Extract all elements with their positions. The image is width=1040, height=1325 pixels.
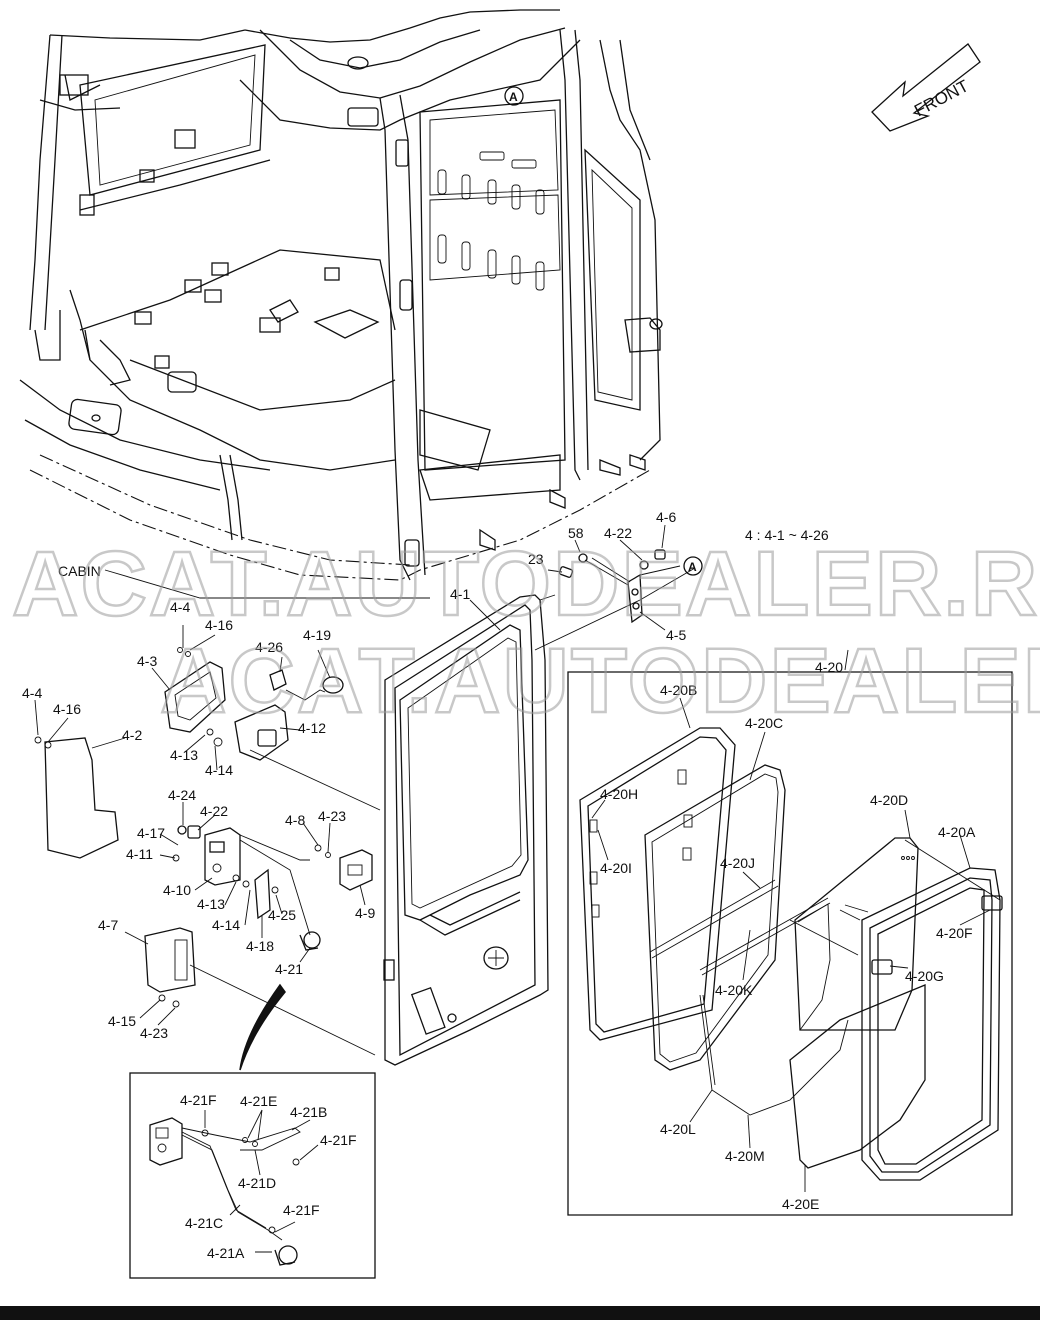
part-labels: 58 4-22 4-6 23 4-5 4-1 4 : 4-1 ~ 4-26 CA…: [22, 509, 976, 1261]
label-4-1: 4-1: [450, 586, 470, 602]
label-4-20H: 4-20H: [600, 786, 638, 802]
label-4-20: 4-20: [815, 659, 843, 675]
front-arrow: FRONT: [871, 43, 981, 132]
label-4-26: 4-26: [255, 639, 283, 655]
label-4-20B: 4-20B: [660, 682, 697, 698]
label-4-20A: 4-20A: [938, 824, 976, 840]
label-4-21F-c: 4-21F: [283, 1202, 320, 1218]
label-4-20L: 4-20L: [660, 1121, 696, 1137]
leader-lines: [34, 524, 666, 1026]
label-58: 58: [568, 525, 584, 541]
label-4-15: 4-15: [108, 1013, 136, 1029]
inset-lock-detail: [129, 1072, 376, 1279]
label-4-21E: 4-21E: [240, 1093, 277, 1109]
ref-circle-a-top: A: [504, 86, 524, 106]
label-4-4-a: 4-4: [170, 599, 190, 615]
outside-handle-4-7: [144, 927, 376, 1056]
watermark-line-2: ACAT.AUTODEALER.RU: [160, 630, 1040, 732]
label-4-14-b: 4-14: [212, 917, 240, 933]
label-4-5: 4-5: [666, 627, 686, 643]
watermark-line-1: ACAT.AUTODEALER.RU: [12, 533, 1040, 635]
inset-pointer: [239, 983, 286, 1071]
label-4-22-top: 4-22: [604, 525, 632, 541]
label-4-20G: 4-20G: [905, 968, 944, 984]
label-4-21F-a: 4-21F: [180, 1092, 217, 1108]
ref-a-mid: A: [688, 560, 697, 574]
label-4-16-a: 4-16: [205, 617, 233, 633]
label-4-20M: 4-20M: [725, 1148, 765, 1164]
label-4-24: 4-24: [168, 787, 196, 803]
door-assembly: [383, 594, 556, 1066]
ref-circle-a-mid: A: [683, 556, 703, 576]
cabin-frame: [19, 9, 663, 581]
label-4-20J: 4-20J: [720, 855, 755, 871]
label-4-12: 4-12: [298, 720, 326, 736]
ref-a-top: A: [509, 90, 518, 104]
label-4-4-b: 4-4: [22, 685, 42, 701]
label-4-25: 4-25: [268, 907, 296, 923]
label-4-22-mid: 4-22: [200, 803, 228, 819]
label-4-18: 4-18: [246, 938, 274, 954]
label-4-20K: 4-20K: [715, 982, 753, 998]
cover-4-3: [164, 647, 226, 733]
lock-cylinder-4-21: [299, 931, 321, 951]
label-4-14-a: 4-14: [205, 762, 233, 778]
label-4-21D: 4-21D: [238, 1175, 276, 1191]
label-4-21C: 4-21C: [185, 1215, 223, 1231]
label-range-note: 4 : 4-1 ~ 4-26: [745, 527, 829, 543]
label-4-20F: 4-20F: [936, 925, 973, 941]
label-4-20I: 4-20I: [600, 860, 632, 876]
label-4-16-b: 4-16: [53, 701, 81, 717]
label-4-23-b: 4-23: [140, 1025, 168, 1041]
label-4-10: 4-10: [163, 882, 191, 898]
hinge-group: [534, 549, 696, 651]
label-4-2: 4-2: [122, 727, 142, 743]
label-4-7: 4-7: [98, 917, 118, 933]
label-4-9: 4-9: [355, 905, 375, 921]
label-4-21: 4-21: [275, 961, 303, 977]
label-4-13-a: 4-13: [170, 747, 198, 763]
label-4-21B: 4-21B: [290, 1104, 327, 1120]
label-4-17: 4-17: [137, 825, 165, 841]
label-4-20D: 4-20D: [870, 792, 908, 808]
label-4-3: 4-3: [137, 653, 157, 669]
glass-kit-box: [567, 649, 1013, 1216]
label-4-20C: 4-20C: [745, 715, 783, 731]
lock-4-10: [172, 825, 311, 936]
bottom-bar: [0, 1306, 1040, 1320]
label-4-21A: 4-21A: [207, 1245, 245, 1261]
label-23: 23: [528, 551, 544, 567]
latch-4-12: [206, 669, 381, 811]
label-4-13-b: 4-13: [197, 896, 225, 912]
label-4-11: 4-11: [126, 846, 153, 862]
handle-4-9: [314, 844, 373, 891]
label-4-8: 4-8: [285, 812, 305, 828]
label-cabin: CABIN: [58, 563, 101, 579]
label-4-23-a: 4-23: [318, 808, 346, 824]
label-4-6: 4-6: [656, 509, 676, 525]
trim-panel-4-2: [34, 736, 119, 859]
label-4-21F-b: 4-21F: [320, 1132, 357, 1148]
label-4-19: 4-19: [303, 627, 331, 643]
label-4-20E: 4-20E: [782, 1196, 819, 1212]
